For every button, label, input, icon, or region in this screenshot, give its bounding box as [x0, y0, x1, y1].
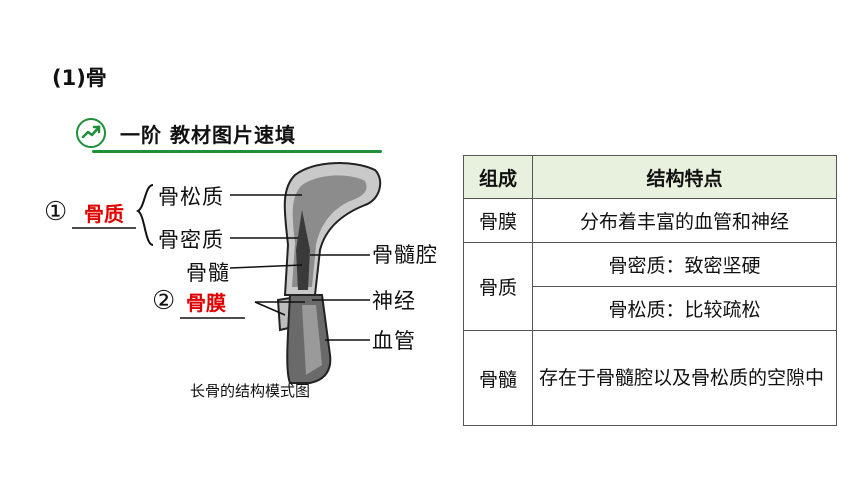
shaft-highlight	[302, 305, 322, 375]
blank-1-answer: 骨质	[84, 202, 124, 226]
leader-marrow	[229, 264, 303, 269]
row-bone-spongy: 骨松质：比较疏松	[532, 286, 837, 331]
banner-title: 一阶 教材图片速填	[120, 123, 296, 147]
leader-periosteum-a	[254, 301, 286, 316]
blank-2-answer: 骨膜	[186, 291, 226, 315]
check-trend-icon	[76, 118, 106, 148]
blank-2-number: ②	[152, 286, 176, 316]
table-header-row: 组成 结构特点	[463, 155, 837, 199]
label-blood-vessel: 血管	[372, 329, 416, 353]
row-bone-name: 骨质	[463, 242, 533, 331]
label-nerve: 神经	[372, 289, 416, 313]
table-row: 骨膜 分布着丰富的血管和神经	[463, 198, 837, 243]
blank-1-number: ①	[44, 197, 68, 227]
table-row: 骨髓 存在于骨髓腔以及骨松质的空隙中	[463, 330, 837, 426]
table-row: 骨质 骨密质：致密坚硬	[463, 242, 837, 331]
diagram-caption: 长骨的结构模式图	[190, 382, 311, 400]
structure-table: 组成 结构特点 骨膜 分布着丰富的血管和神经 骨质 骨密质：致密坚硬 骨松质：比…	[463, 155, 837, 426]
label-marrow-cavity: 骨髓腔	[372, 243, 438, 267]
label-compact-bone: 骨密质	[158, 228, 224, 252]
label-marrow: 骨髓	[186, 261, 230, 285]
header-composition: 组成	[463, 155, 533, 199]
banner: 一阶 教材图片速填	[76, 116, 382, 156]
header-features: 结构特点	[532, 155, 837, 199]
banner-underline	[92, 150, 382, 153]
spongy-bone-region	[292, 175, 367, 287]
section-heading: (1)骨	[52, 66, 107, 90]
row-marrow-name: 骨髓	[463, 330, 533, 426]
row-marrow-desc: 存在于骨髓腔以及骨松质的空隙中	[532, 330, 837, 426]
row-periosteum-name: 骨膜	[463, 198, 533, 243]
row-periosteum-desc: 分布着丰富的血管和神经	[532, 198, 837, 243]
row-bone-compact: 骨密质：致密坚硬	[532, 242, 837, 287]
brace	[135, 184, 154, 246]
marrow-cavity	[296, 210, 310, 290]
label-spongy-bone: 骨松质	[158, 185, 224, 209]
long-bone-diagram	[72, 162, 382, 384]
